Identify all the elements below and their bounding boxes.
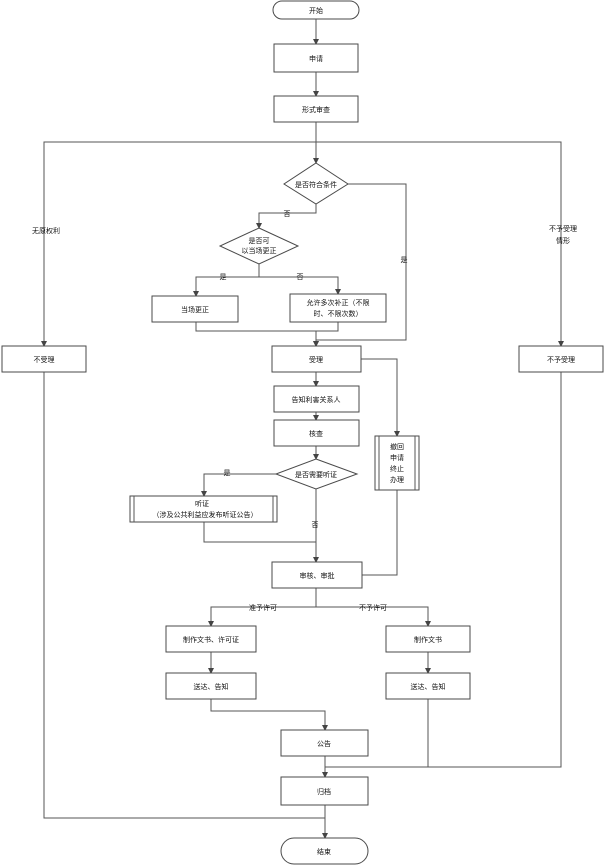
can-correct-label-1: 是否可 [249,237,270,245]
withdraw-label-2: 申请 [390,453,404,462]
hearing-label-1: 听证 [195,499,209,508]
no-label-3: 否 [312,521,319,529]
make-doc-label: 制作文书 [414,635,442,644]
out-of-scope-node [518,345,604,373]
edge-deny [316,606,431,627]
edge-split-left [41,141,316,347]
start-label: 开始 [309,6,323,15]
hearing-node [129,495,278,523]
correct-on-site-label: 当场更正 [181,305,209,314]
edge-reject-end [43,372,325,819]
accept-node [271,345,362,373]
edge-outscope-merge [428,372,562,768]
deliver-notify-1-label: 送达、告知 [194,682,229,691]
edge-correctable-no [258,264,341,295]
yes-label-3: 是 [224,469,231,477]
reject-label: 不受理 [34,355,55,364]
edge-split-right [316,141,564,347]
make-doc-node [385,625,471,653]
make-license-node [165,625,257,653]
withdraw-label-1: 撤回 [390,442,404,451]
deliver-notify-1-node [165,672,257,700]
make-license-label: 制作文书、许可证 [183,635,239,644]
check-materials-decision [283,162,349,205]
apply-node [273,43,359,73]
withdraw-label-4: 办理 [390,475,404,484]
withdraw-label-3: 终止 [390,464,404,473]
deliver-notify-2-label: 送达、告知 [411,682,446,691]
start-node [272,0,360,20]
review-approve-node [271,561,363,589]
supplement-node [289,293,387,323]
no-label-1: 否 [284,210,291,218]
formal-review-node [273,95,359,123]
apply-label: 申请 [309,54,323,63]
out-of-scope-label: 不予受理 [547,355,575,364]
withdraw-node [374,435,420,491]
no-label-2: 否 [297,273,304,281]
accept-label: 受理 [309,355,323,364]
archive-node [280,776,369,806]
grant-label: 准予许可 [249,603,277,612]
no-rights-label: 无原权利 [32,226,60,235]
supplement-label-2: 时、不限次数） [314,309,363,318]
need-hearing-decision [274,458,359,490]
edge-check-no [256,203,317,229]
correct-on-site-node [151,295,239,323]
yes-label-1: 是 [401,256,408,264]
announce-label: 公告 [317,739,331,748]
verify-label: 核查 [309,429,323,438]
review-approve-label: 审核、审批 [300,571,335,580]
edge-labels: 无原权利 不予受理 情形 否 是 是 否 是 否 准予许可 不予许可 [32,210,577,612]
deny-label: 不予许可 [359,603,387,612]
check-materials-label: 是否符合条件 [295,180,337,189]
reject-node [1,345,87,373]
deliver-notify-2-node [385,672,471,700]
yes-label-2: 是 [220,273,227,281]
can-correct-decision [218,227,300,265]
notify-stakeholders-label: 告知利害关系人 [292,395,341,404]
need-hearing-label: 是否需要听证 [295,470,337,479]
supplement-label-1: 允许多次补正（不限 [307,298,370,307]
can-correct-label-2: 以当场更正 [242,246,277,255]
end-node [280,837,369,865]
out-of-scope-edge-label-2: 情形 [556,236,570,245]
edge-correct-to-accept [195,322,316,332]
edges [41,19,564,839]
edge-deliver1-announce [210,699,328,731]
end-label: 结束 [317,847,331,856]
archive-label: 归档 [317,787,331,796]
hearing-label-2: （涉及公共利益应发布听证公告） [153,510,258,519]
verify-node [273,419,360,447]
formal-review-label: 形式审查 [302,105,330,114]
edge-hearing-back [203,522,316,543]
edge-supplement-to-accept [313,322,339,347]
edge-hearingq-yes [201,473,276,497]
edge-grant [208,606,316,627]
edge-withdraw-review [362,490,398,576]
notify-stakeholders-node [273,385,360,413]
edge-accept-withdraw [361,358,400,437]
out-of-scope-edge-label-1: 不予受理 [549,224,577,233]
edge-correctable-yes [193,264,260,297]
announce-node [280,729,369,757]
